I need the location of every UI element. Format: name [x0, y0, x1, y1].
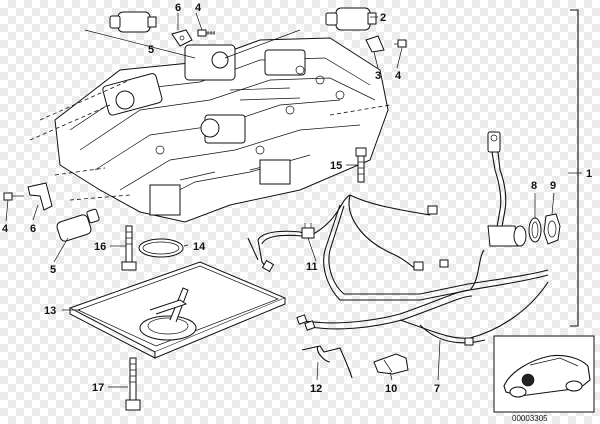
callout-17: 17 — [92, 382, 104, 394]
nut-9 — [543, 213, 561, 245]
callout-10: 10 — [385, 383, 397, 395]
callout-8: 8 — [531, 180, 537, 192]
callout-12: 12 — [310, 383, 322, 395]
holder-10 — [373, 353, 409, 375]
valve-body — [54, 37, 389, 223]
callout-4-top: 4 — [195, 2, 202, 14]
callout-4-left: 4 — [2, 223, 9, 235]
callout-16: 16 — [94, 241, 106, 253]
callout-11: 11 — [306, 261, 318, 273]
screw-4-left — [3, 192, 24, 201]
callout-3: 3 — [375, 70, 381, 82]
bolt-16 — [121, 225, 137, 271]
solenoid-top — [109, 11, 157, 33]
clip-6-top — [171, 29, 193, 47]
oil-filter-13 — [68, 261, 287, 359]
callout-9: 9 — [550, 180, 556, 192]
screw-4-right — [394, 39, 407, 48]
callout-4-right: 4 — [395, 70, 402, 82]
exploded-leaders — [29, 29, 391, 201]
callout-5-left: 5 — [50, 264, 56, 276]
callout-1: 1 — [586, 168, 592, 180]
o-ring-8 — [528, 217, 542, 243]
callout-7: 7 — [434, 383, 440, 395]
clip-3 — [365, 35, 385, 53]
callout-13: 13 — [44, 305, 56, 317]
bolt-17 — [125, 357, 141, 411]
callout-6-left: 6 — [30, 223, 36, 235]
solenoid-2 — [325, 7, 377, 31]
callout-14: 14 — [193, 241, 206, 253]
group-bracket-1 — [570, 9, 582, 327]
clip-6-left — [27, 182, 53, 211]
callout-2: 2 — [380, 12, 386, 24]
callout-15: 15 — [330, 160, 342, 172]
holder-11 — [301, 223, 315, 239]
callout-6-top: 6 — [175, 2, 181, 14]
callout-labels: 5 6 4 2 3 4 4 6 5 16 14 13 17 15 11 12 1… — [2, 2, 592, 395]
callout-5-top: 5 — [148, 44, 154, 56]
screw-4-top — [197, 29, 215, 37]
bolt-15 — [355, 147, 367, 183]
callout-leaders — [5, 12, 578, 388]
ring-14 — [138, 238, 184, 258]
solenoid-5-left — [56, 208, 100, 242]
car-location-thumbnail — [493, 335, 595, 413]
clip-12 — [301, 345, 353, 379]
diagram-code: 00003305 — [512, 414, 548, 423]
